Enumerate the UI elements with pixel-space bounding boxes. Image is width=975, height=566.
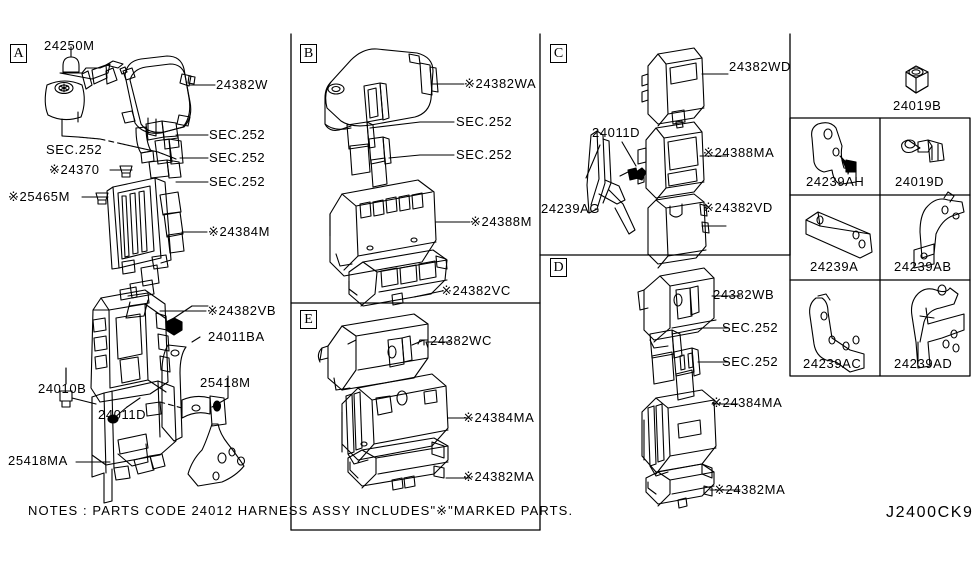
panel-d-leaders [671, 295, 741, 491]
notes-text: NOTES : PARTS CODE 24012 HARNESS ASSY IN… [28, 503, 574, 518]
panel-tag-b: B [300, 44, 317, 63]
panel-tag-a: A [10, 44, 27, 63]
bracket-label-24239ah: 24239AH [806, 174, 865, 189]
part-label-25418ma: 25418MA [8, 453, 68, 468]
panel-tag-c: C [550, 44, 567, 63]
part-label-sec252-b1: SEC.252 [456, 114, 513, 129]
part-label-25465m: ※25465M [8, 189, 71, 204]
part-label-24011d-a: 24011D [98, 407, 147, 422]
part-label-sec252-a2: SEC.252 [209, 150, 266, 165]
panel-tag-d: D [550, 258, 567, 277]
panel-a-artwork [44, 55, 246, 504]
panel-b-artwork [324, 48, 448, 307]
part-label-24382ma-e: ※24382MA [463, 469, 535, 484]
panel-b-leaders [369, 83, 471, 298]
part-label-sec252-d2: SEC.252 [722, 354, 779, 369]
bracket-label-24239ab: 24239AB [894, 259, 952, 274]
part-label-sec252-a3: SEC.252 [209, 174, 266, 189]
panel-e-leaders [347, 339, 471, 479]
part-label-24382vd: ※24382VD [703, 200, 773, 215]
bracket-label-24239ad: 24239AD [894, 356, 953, 371]
part-label-25418m: 25418M [200, 375, 251, 390]
part-label-sec252-a4: SEC.252 [46, 142, 103, 157]
part-label-24388m: ※24388M [470, 214, 533, 229]
part-label-24382vc: ※24382VC [441, 283, 511, 298]
part-label-24382wd: 24382WD [729, 59, 792, 74]
part-label-24011d-c: 24011D [592, 125, 641, 140]
bracket-label-24019d: 24019D [895, 174, 945, 189]
part-label-24384ma-d: ※24384MA [711, 395, 783, 410]
panel-c-artwork [586, 47, 710, 269]
part-label-24010b: 24010B [38, 381, 87, 396]
part-label-24011ba: 24011BA [208, 329, 265, 344]
part-label-24250m: 24250M [44, 38, 95, 53]
panel-e-artwork [317, 313, 449, 491]
part-label-24382wc: 24382WC [430, 333, 493, 348]
part-label-24382wb: 24382WB [713, 287, 775, 302]
part-label-sec252-d1: SEC.252 [722, 320, 779, 335]
panel-c-leaders [585, 73, 729, 227]
part-label-sec252-a1: SEC.252 [209, 127, 266, 142]
bracket-label-24239a: 24239A [810, 259, 859, 274]
panel-d-artwork [637, 267, 717, 509]
part-label-24382vb: ※24382VB [207, 303, 277, 318]
diagram-code: J2400CK9 [886, 504, 974, 521]
part-label-sec252-b2: SEC.252 [456, 147, 513, 162]
panel-a-leaders [65, 46, 229, 463]
part-label-24388ma: ※24388MA [703, 145, 775, 160]
bracket-label-24019b: 24019B [893, 98, 942, 113]
part-label-24384m: ※24384M [208, 224, 271, 239]
part-label-24382ma-d: ※24382MA [714, 482, 786, 497]
bracket-grid-lines [789, 117, 971, 377]
part-label-24239ag: 24239AG [541, 201, 601, 216]
part-label-24384ma-e: ※24384MA [463, 410, 535, 425]
bracket-label-24239ac: 24239AC [803, 356, 862, 371]
bracket-icons [805, 65, 965, 373]
panel-tag-e: E [300, 310, 317, 329]
part-label-24382wa: ※24382WA [464, 76, 537, 91]
part-label-24382w: 24382W [216, 77, 269, 92]
part-label-24370: ※24370 [49, 162, 100, 177]
